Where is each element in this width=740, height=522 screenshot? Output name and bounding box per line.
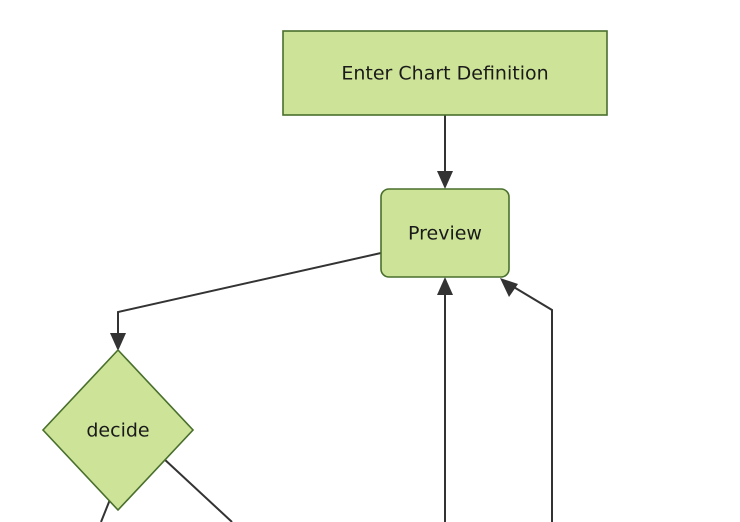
edge-enter-to-preview[interactable] (437, 115, 453, 189)
edge-line (117, 252, 382, 343)
node-label-decide: decide (86, 420, 149, 442)
node-decide[interactable]: decide (41, 348, 195, 512)
node-label-preview: Preview (408, 223, 482, 245)
edge-bottom-right-to-preview[interactable] (500, 278, 553, 522)
arrow-head-icon (437, 277, 453, 295)
edge-layer (100, 115, 553, 522)
edge-line (162, 457, 233, 522)
node-shape-diamond (41, 348, 195, 512)
node-shape-rounded-rectangle (380, 188, 510, 278)
edge-bottom-center-to-preview[interactable] (437, 277, 453, 522)
edge-decide-right-branch[interactable] (162, 457, 233, 522)
node-shape-rectangle (282, 30, 608, 116)
node-preview[interactable]: Preview (380, 188, 510, 278)
node-layer: Enter Chart Definition Preview decide (41, 30, 608, 512)
node-label-enter-chart-definition: Enter Chart Definition (341, 63, 548, 85)
arrow-head-icon (110, 333, 126, 351)
edge-preview-to-decide[interactable] (110, 252, 382, 351)
arrow-head-icon (500, 278, 518, 297)
node-enter-chart-definition[interactable]: Enter Chart Definition (282, 30, 608, 116)
arrow-head-icon (437, 171, 453, 189)
edge-line (506, 282, 553, 522)
